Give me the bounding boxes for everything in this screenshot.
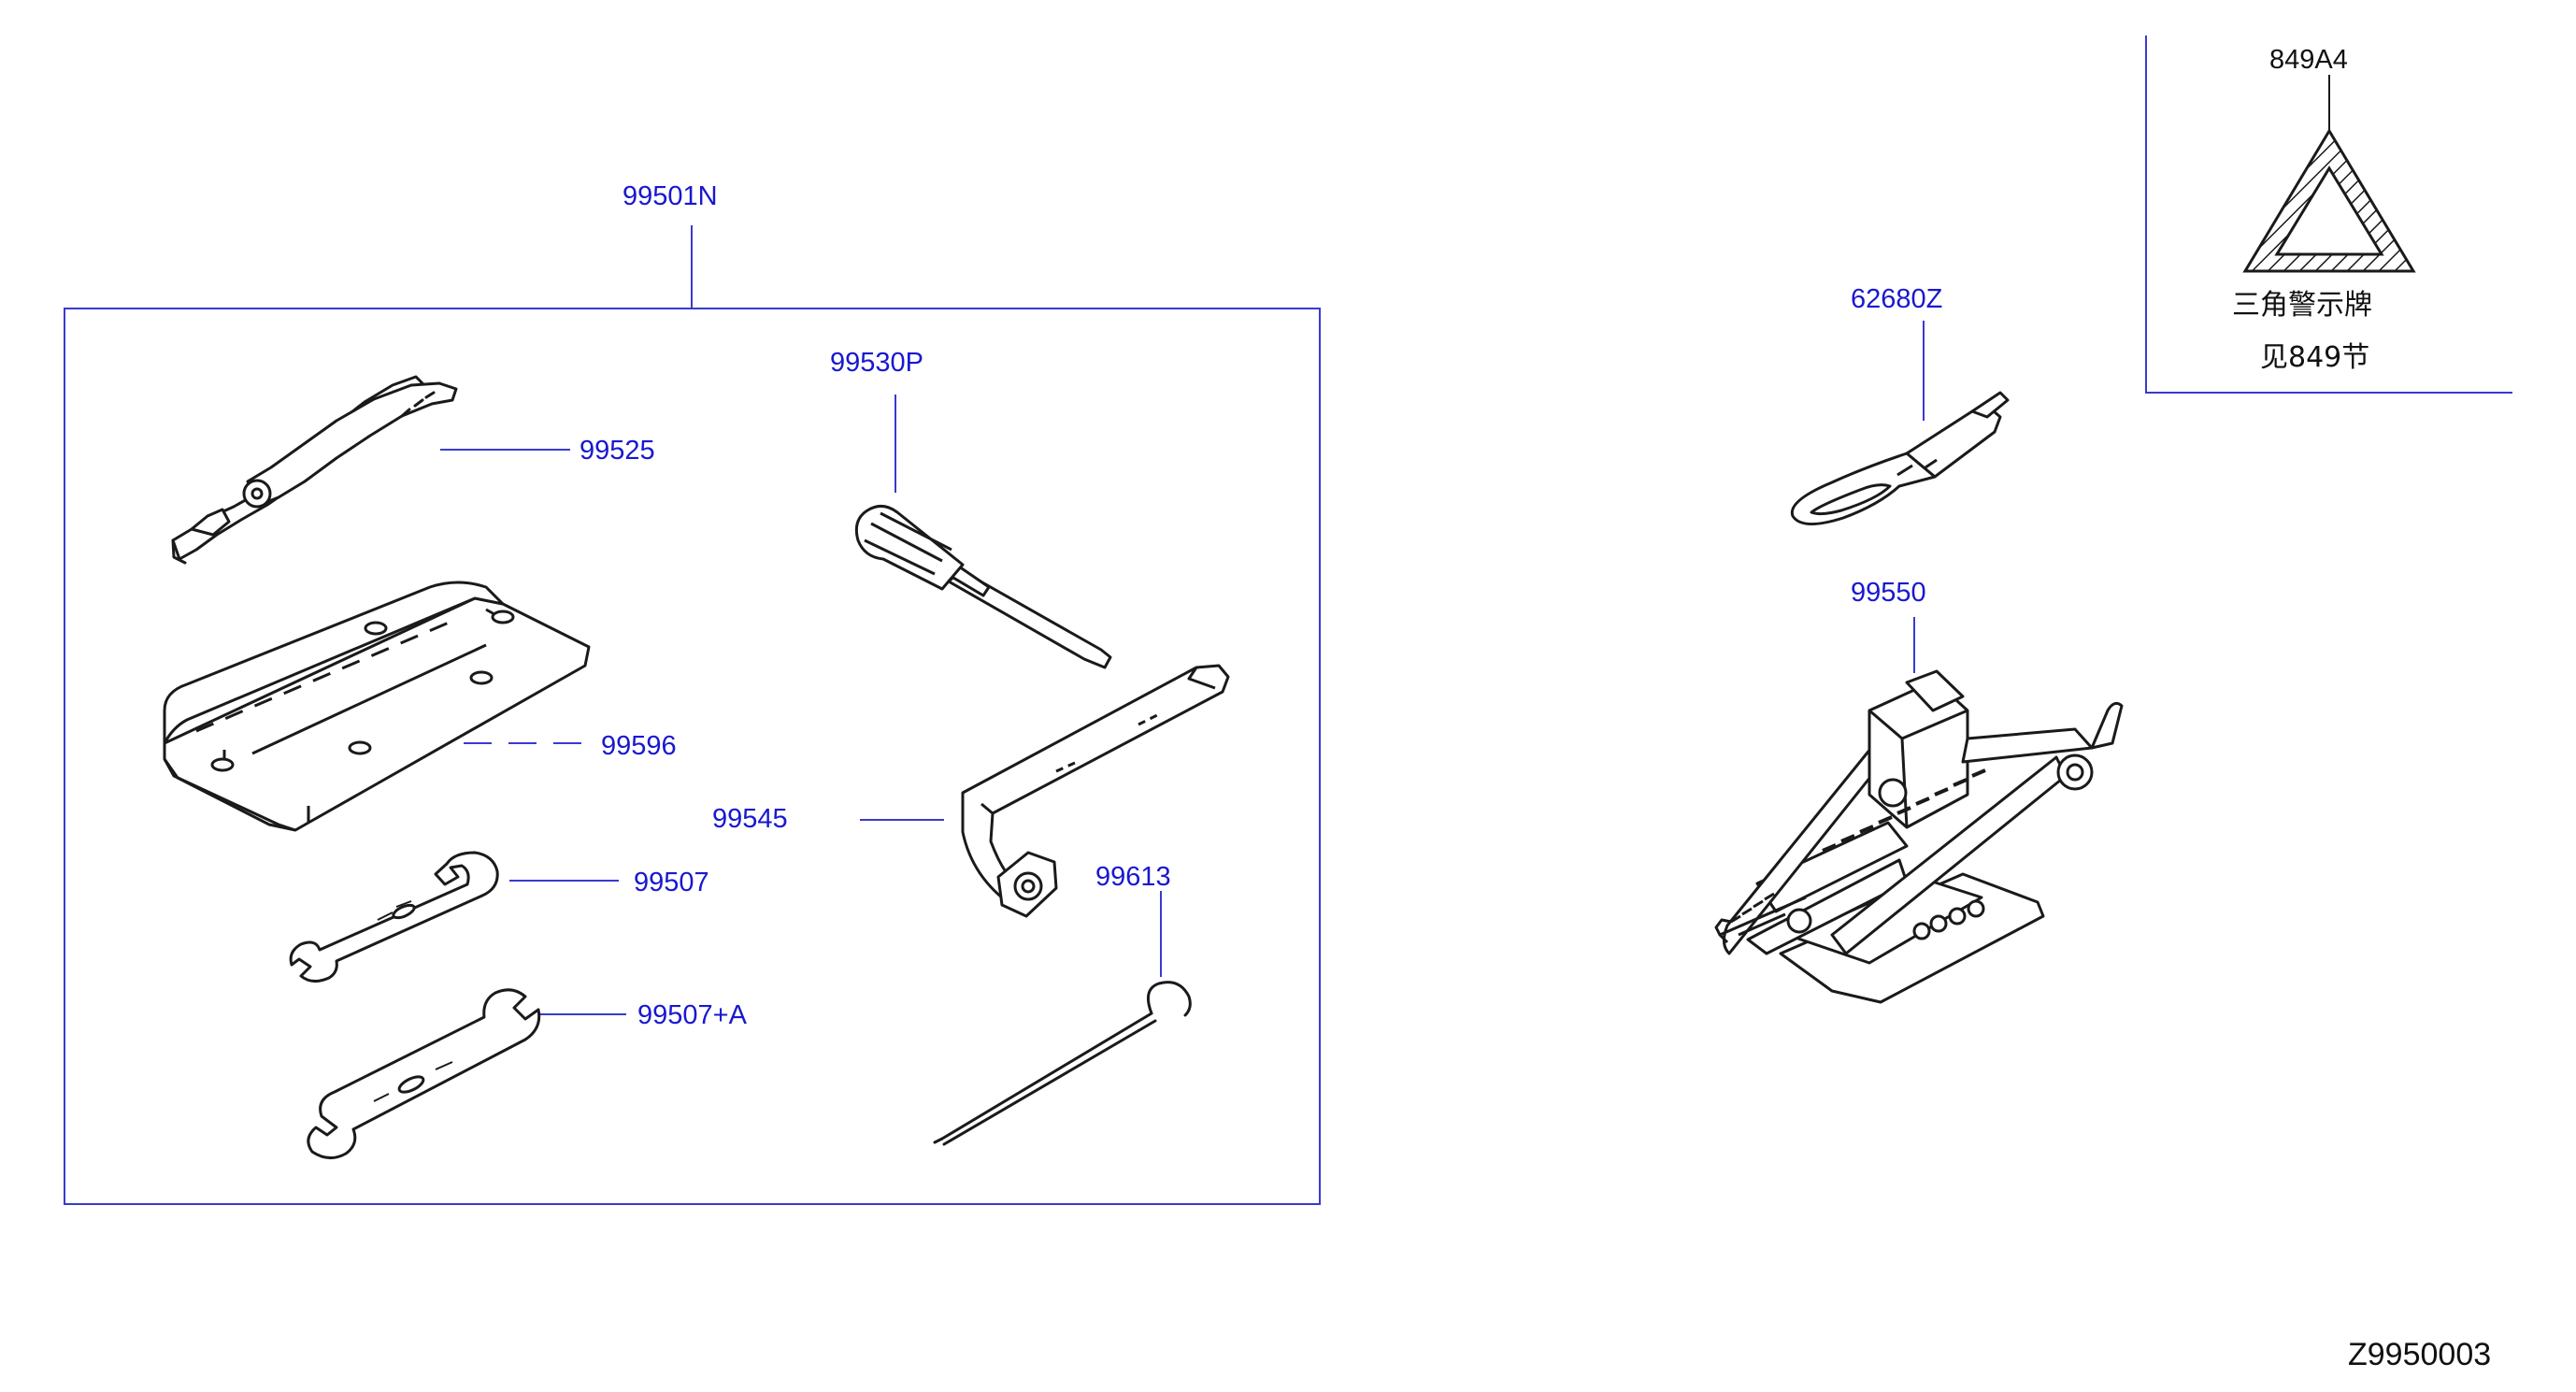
callout-99530p: 99530P	[830, 348, 923, 378]
callout-99525: 99525	[580, 436, 655, 466]
tool-bag-illustration	[163, 581, 591, 832]
callout-99596: 99596	[601, 731, 677, 761]
wheel-wrench-illustration	[961, 664, 1230, 918]
jack-rod-illustration	[933, 981, 1192, 1146]
callout-99507: 99507	[634, 868, 709, 897]
callout-62680z: 62680Z	[1851, 284, 1943, 314]
callout-99545: 99545	[712, 804, 788, 834]
warning-triangle-illustration	[2242, 128, 2416, 273]
leader-lines	[440, 75, 2330, 1015]
pliers-illustration	[171, 375, 458, 565]
triangle-name: 三角警示牌	[2232, 289, 2372, 322]
callout-99550: 99550	[1851, 578, 1926, 608]
wrench-small-illustration	[289, 851, 499, 983]
triangle-see-section: 见849节	[2260, 344, 2369, 372]
callout-849a4: 849A4	[2269, 45, 2348, 75]
triangle-inset-frame	[2145, 36, 2512, 394]
diagram-code: Z9950003	[2348, 1337, 2492, 1372]
see-prefix: 见	[2260, 341, 2288, 374]
callout-99501n: 99501N	[623, 181, 718, 211]
screwdriver-illustration	[854, 505, 1112, 669]
kit-frame	[64, 225, 1321, 1205]
tow-hook-illustration	[1790, 391, 2010, 525]
see-section-number: 849	[2288, 341, 2342, 374]
callout-99613: 99613	[1095, 862, 1171, 892]
jack-illustration	[1714, 669, 2124, 1004]
callout-99507a: 99507+A	[637, 1000, 747, 1030]
see-suffix: 节	[2341, 341, 2370, 374]
wrench-large-illustration	[307, 988, 541, 1159]
